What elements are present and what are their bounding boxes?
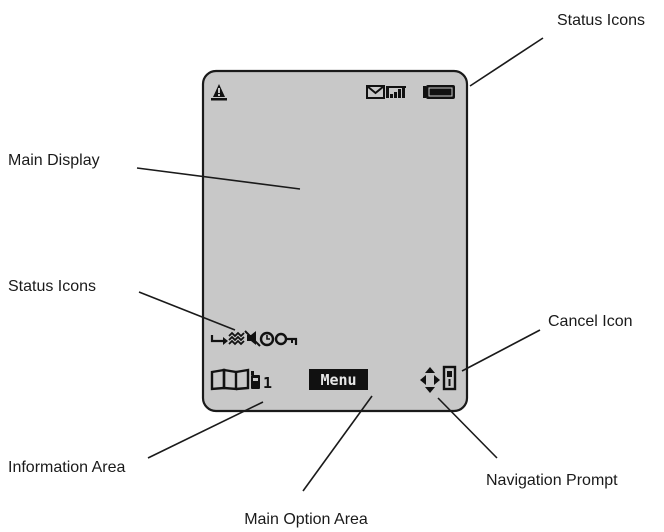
envelope-icon xyxy=(366,85,385,99)
menu-label: Menu xyxy=(320,371,356,389)
leader-status-icons-top xyxy=(469,37,544,87)
handset-icon xyxy=(251,371,260,389)
phonebook-icon xyxy=(210,368,250,391)
phone-screen xyxy=(201,69,469,413)
label-information-area: Information Area xyxy=(8,459,126,476)
alert-triangle-icon xyxy=(211,84,227,101)
leader-cancel-icon xyxy=(461,329,541,372)
leader-main-display xyxy=(136,167,301,190)
signal-strength-icon xyxy=(386,86,406,98)
alarm-clock-icon xyxy=(259,331,275,347)
information-area: 1 xyxy=(210,368,272,392)
keypad-lock-icon xyxy=(274,332,298,346)
label-navigation-prompt: Navigation Prompt xyxy=(486,472,618,489)
status-row-icons xyxy=(210,330,298,347)
label-status-icons-left: Status Icons xyxy=(8,278,96,295)
leader-status-icons-left xyxy=(138,291,236,331)
vibrate-icon xyxy=(228,331,245,346)
leader-main-option-area xyxy=(302,395,373,492)
navigation-arrows-icon xyxy=(420,367,440,393)
silent-icon xyxy=(244,330,261,347)
cancel-icon xyxy=(442,365,457,391)
label-cancel-icon: Cancel Icon xyxy=(548,313,633,330)
menu-softkey-background xyxy=(309,369,368,390)
leader-information-area xyxy=(147,401,264,459)
label-status-icons-top: Status Icons xyxy=(557,12,645,29)
battery-icon xyxy=(423,85,455,99)
line-number: 1 xyxy=(263,374,272,392)
label-main-display: Main Display xyxy=(8,152,100,169)
top-status-icons xyxy=(366,85,455,99)
leader-navigation-prompt xyxy=(437,397,498,459)
menu-softkey[interactable]: Menu xyxy=(309,369,368,390)
label-main-option-area: Main Option Area xyxy=(244,511,368,528)
call-divert-icon xyxy=(210,335,228,345)
